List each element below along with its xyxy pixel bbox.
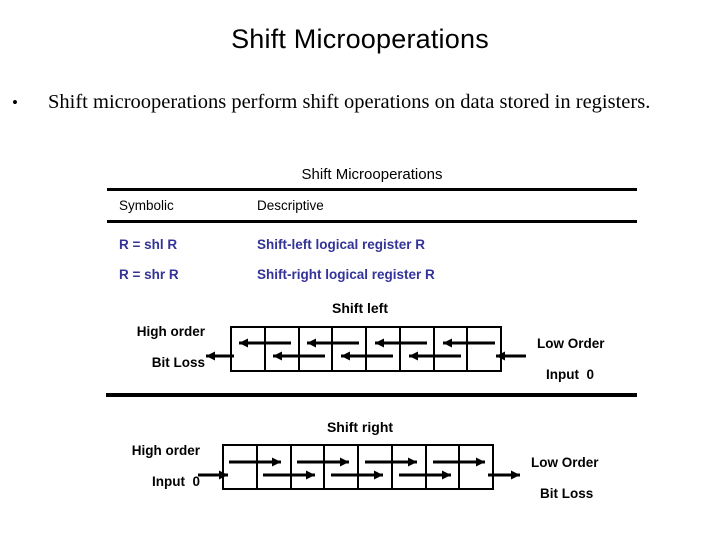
register-cell (468, 328, 500, 370)
cell-descriptive: Shift-left logical register R (257, 236, 426, 252)
bullet-body-text: Shift microoperations perform shift oper… (48, 91, 651, 113)
register-cell (292, 446, 326, 488)
shift-left-label-input-zero: Input 0 (546, 367, 594, 382)
shift-right-arrow-out-head (511, 470, 520, 480)
register-cell (401, 328, 435, 370)
cell-descriptive: Shift-right logical register R (257, 266, 435, 282)
register-cell (232, 328, 266, 370)
cell-symbolic: R = shl R (119, 236, 178, 252)
register-cell (367, 328, 401, 370)
register-cell (224, 446, 258, 488)
register-cell (427, 446, 461, 488)
page-title: Shift Microoperations (231, 24, 489, 54)
shift-right-label-low-order: Low Order (531, 455, 599, 470)
shift-microoperations-table: Shift Microoperations Symbolic Descripti… (107, 166, 637, 289)
table-rule-middle (107, 220, 637, 223)
table-rule-top (107, 188, 637, 191)
shift-right-label-high-order: High order (131, 443, 200, 458)
shift-left-register-box (230, 326, 502, 372)
register-cell (333, 328, 367, 370)
shift-right-label-bit-loss: Bit Loss (540, 486, 594, 501)
register-cell (393, 446, 427, 488)
shift-left-label-bit-loss: Bit Loss (151, 355, 205, 370)
table-row: R = shr R Shift-right logical register R (107, 259, 637, 289)
table-caption: Shift Microoperations (301, 166, 443, 183)
shift-left-arrow-out-head (206, 351, 215, 361)
shift-left-label-low-order: Low Order (537, 336, 605, 351)
register-cell (460, 446, 492, 488)
register-cell (359, 446, 393, 488)
register-cell (266, 328, 300, 370)
register-cell (258, 446, 292, 488)
register-cell (300, 328, 334, 370)
table-header-row: Symbolic Descriptive (107, 191, 637, 220)
column-header-symbolic: Symbolic (119, 198, 174, 213)
register-cell (325, 446, 359, 488)
bullet-marker-icon: • (12, 93, 18, 112)
shift-left-label-high-order: High order (136, 324, 205, 339)
shift-left-title: Shift left (332, 300, 388, 316)
section-divider-rule (106, 393, 637, 397)
cell-symbolic: R = shr R (119, 266, 179, 282)
shift-right-register-box (222, 444, 494, 490)
register-cell (435, 328, 469, 370)
column-header-descriptive: Descriptive (257, 198, 324, 213)
shift-right-label-input-zero: Input 0 (152, 474, 200, 489)
table-row: R = shl R Shift-left logical register R (107, 229, 637, 259)
shift-right-title: Shift right (326, 419, 394, 435)
